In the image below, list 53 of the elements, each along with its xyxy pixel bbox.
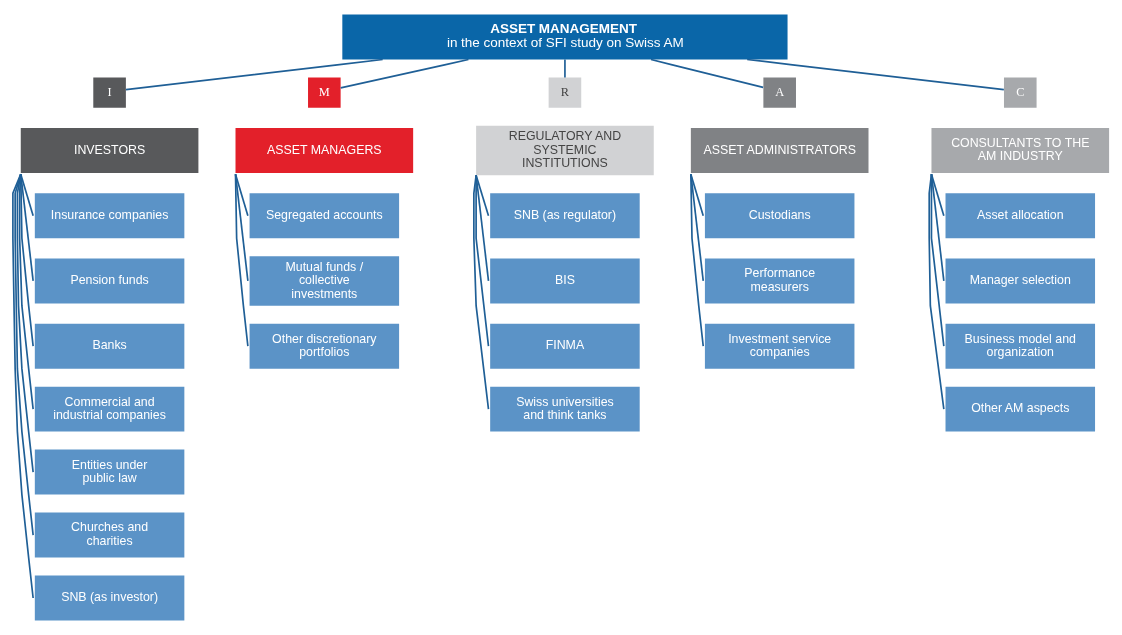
node-box: Manager selection <box>945 258 1096 304</box>
node-box: Banks <box>34 323 185 369</box>
node-box: Mutual funds / collective investments <box>249 256 400 306</box>
connector <box>234 173 249 347</box>
connector <box>473 174 490 410</box>
node-box: ASSET MANAGERS <box>235 128 414 174</box>
connector <box>930 173 945 217</box>
node-box: Performance measurers <box>704 258 855 304</box>
node-box: C <box>1004 77 1037 108</box>
node-box: Insurance companies <box>34 193 185 239</box>
node-box: Commercial and industrial companies <box>34 386 185 432</box>
node-box: Other AM aspects <box>945 386 1096 432</box>
node-box: Churches and charities <box>34 512 185 558</box>
node-box: REGULATORY AND SYSTEMIC INSTITUTIONS <box>476 125 654 176</box>
connector <box>16 173 34 473</box>
connector <box>19 173 34 347</box>
connector <box>475 174 490 217</box>
connector <box>14 173 34 536</box>
node-box: I <box>93 77 126 108</box>
connector <box>930 173 945 347</box>
node-box: M <box>308 77 341 108</box>
node-box: Asset allocation <box>945 193 1096 239</box>
node-box: A <box>763 77 796 108</box>
connector <box>475 174 490 347</box>
node-box: Custodians <box>704 193 855 239</box>
connector <box>746 58 1005 91</box>
node-box: Entities under public law <box>34 449 185 495</box>
connector <box>234 173 249 282</box>
connector <box>125 58 384 91</box>
connector <box>650 58 764 89</box>
connector <box>928 173 945 410</box>
node-box: Swiss universities and think tanks <box>490 386 640 432</box>
node-box: FINMA <box>490 323 640 369</box>
node-box: SNB (as investor) <box>34 575 185 621</box>
connector <box>18 173 34 410</box>
node-box: Segregated accounts <box>249 193 400 239</box>
node-box: ASSET MANAGEMENT in the context of SFI study on Swiss AM <box>342 14 788 60</box>
connector <box>339 58 470 89</box>
node-box: SNB (as regulator) <box>490 193 640 239</box>
node-box: R <box>548 77 582 108</box>
node-box: BIS <box>490 258 640 304</box>
connector <box>690 173 705 347</box>
node-box: INVESTORS <box>20 128 199 174</box>
node-box: CONSULTANTS TO THE AM INDUSTRY <box>931 128 1110 174</box>
node-box: Pension funds <box>34 258 185 304</box>
connector <box>475 174 490 282</box>
connector <box>930 173 945 282</box>
connector <box>12 173 34 599</box>
connector <box>564 58 566 79</box>
node-box: ASSET ADMINISTRATORS <box>690 128 869 174</box>
node-box: Other discretionary portfolios <box>249 323 400 369</box>
node-box: Investment service companies <box>704 323 855 369</box>
node-box: Business model and organization <box>945 323 1096 369</box>
